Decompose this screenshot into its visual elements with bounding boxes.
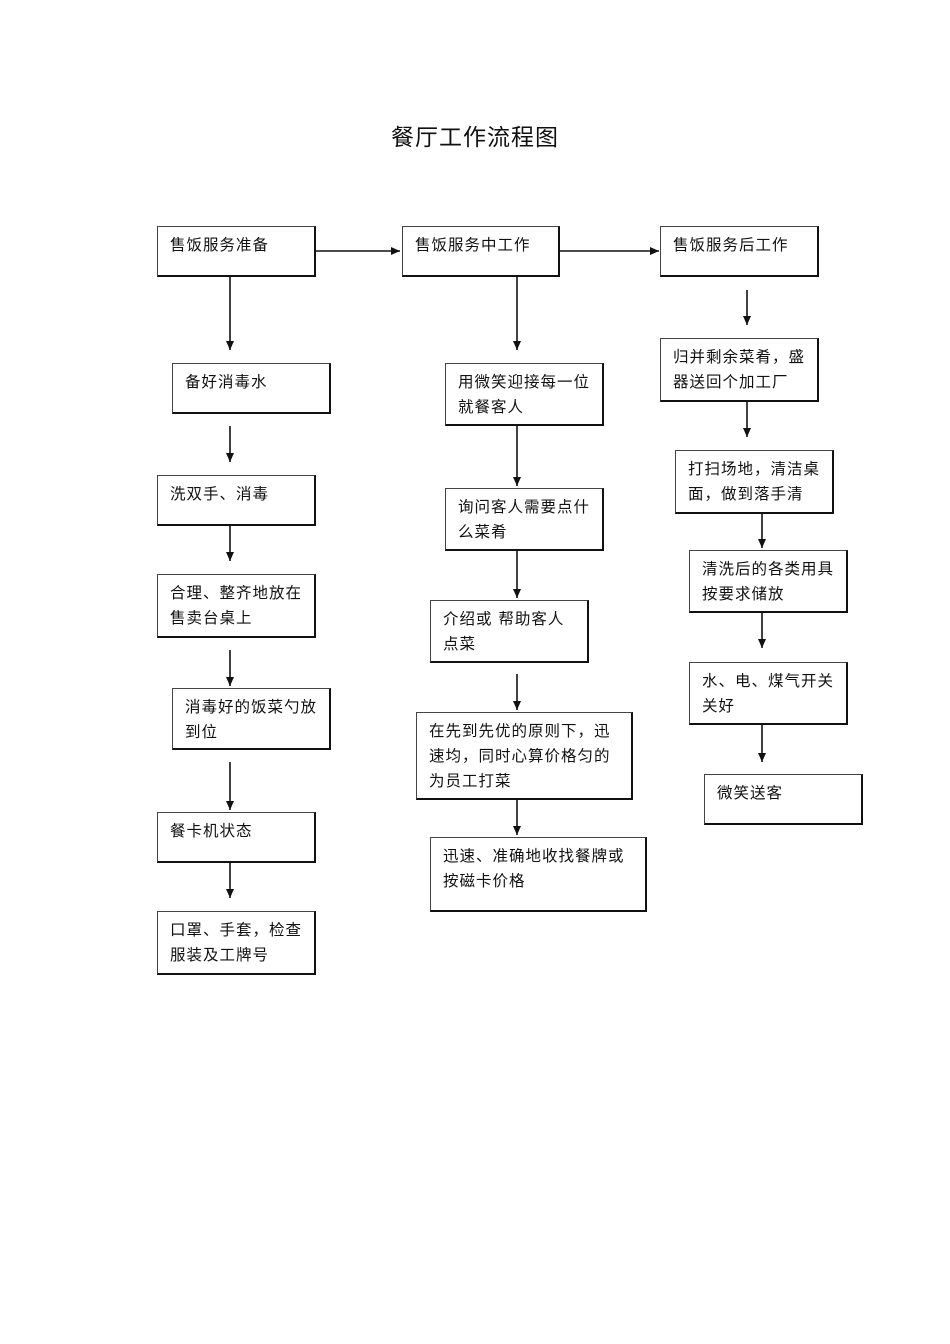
col1-step-5: 餐卡机状态	[157, 812, 316, 863]
col1-step-2: 洗双手、消毒	[157, 475, 316, 526]
col2-step-4: 在先到先优的原则下，迅速均，同时心算价格匀的为员工打菜	[416, 712, 633, 800]
col1-step-1: 备好消毒水	[172, 363, 331, 414]
col3-step-2: 打扫场地，清洁桌面，做到落手清	[675, 450, 834, 514]
col3-step-5: 微笑送客	[704, 774, 863, 825]
col3-step-1: 归并剩余菜肴，盛器送回个加工厂	[660, 338, 819, 402]
col1-step-4: 消毒好的饭菜勺放到位	[172, 688, 331, 750]
col1-step-6: 口罩、手套，检查服装及工牌号	[157, 911, 316, 975]
col1-header-box: 售饭服务准备	[157, 226, 316, 277]
col3-step-4: 水、电、煤气开关关好	[689, 662, 848, 725]
col2-header-box: 售饭服务中工作	[402, 226, 560, 277]
col3-step-3: 清洗后的各类用具按要求储放	[689, 550, 848, 613]
col2-step-3: 介绍或 帮助客人点菜	[430, 600, 589, 663]
col2-step-5: 迅速、准确地收找餐牌或按磁卡价格	[430, 837, 647, 912]
page-title: 餐厅工作流程图	[391, 125, 559, 151]
col1-step-3: 合理、整齐地放在售卖台桌上	[157, 574, 316, 638]
col2-step-2: 询问客人需要点什么菜肴	[445, 488, 604, 551]
col3-header-box: 售饭服务后工作	[660, 226, 819, 277]
col2-step-1: 用微笑迎接每一位就餐客人	[445, 363, 604, 426]
